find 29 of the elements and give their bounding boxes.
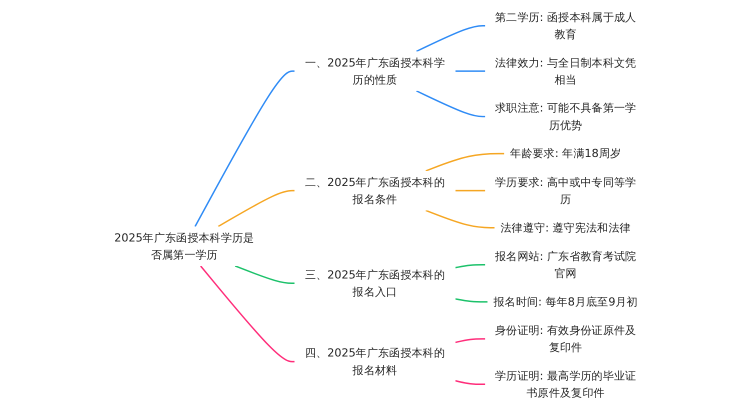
- node-text: 一、2025年广东函授本科学历的性质: [304, 56, 446, 86]
- connector: [218, 190, 295, 228]
- node-text: 求职注意: 可能不具备第一学历优势: [494, 101, 636, 132]
- node-text: 学历要求: 高中或中专同等学历: [494, 175, 636, 206]
- connector: [200, 266, 295, 362]
- connector: [455, 338, 486, 344]
- connector: [416, 24, 486, 52]
- connector: [455, 70, 486, 72]
- node-text: 三、2025年广东函授本科的报名入口: [304, 268, 446, 298]
- connector: [416, 90, 486, 118]
- connector: [455, 380, 486, 386]
- node-text: 报名时间: 每年8月底至9月初: [493, 294, 638, 308]
- node-text: 报名网站: 广东省教育考试院官网: [494, 250, 636, 280]
- node-text: 法律遵守: 遵守宪法和法律: [500, 220, 631, 234]
- node-text: 身份证明: 有效身份证原件及复印件: [494, 324, 636, 354]
- connector: [455, 190, 486, 192]
- connector: [234, 265, 295, 284]
- node-text: 2025年广东函授本科学历是否属第一学历: [114, 230, 254, 262]
- connector: [426, 152, 504, 172]
- node-text: 第二学历: 函授本科属于成人教育: [494, 10, 636, 41]
- node-text: 学历证明: 最高学历的毕业证书原件及复印件: [494, 369, 636, 400]
- node-text: 二、2025年广东函授本科的报名条件: [304, 175, 446, 206]
- connector: [426, 210, 495, 228]
- connector: [194, 70, 295, 227]
- connector: [455, 298, 488, 303]
- node-text: 法律效力: 与全日制本科文凭相当: [494, 56, 636, 86]
- node-text: 四、2025年广东函授本科的报名材料: [304, 346, 446, 376]
- connector: [455, 264, 486, 268]
- node-text: 年龄要求: 年满18周岁: [510, 146, 622, 160]
